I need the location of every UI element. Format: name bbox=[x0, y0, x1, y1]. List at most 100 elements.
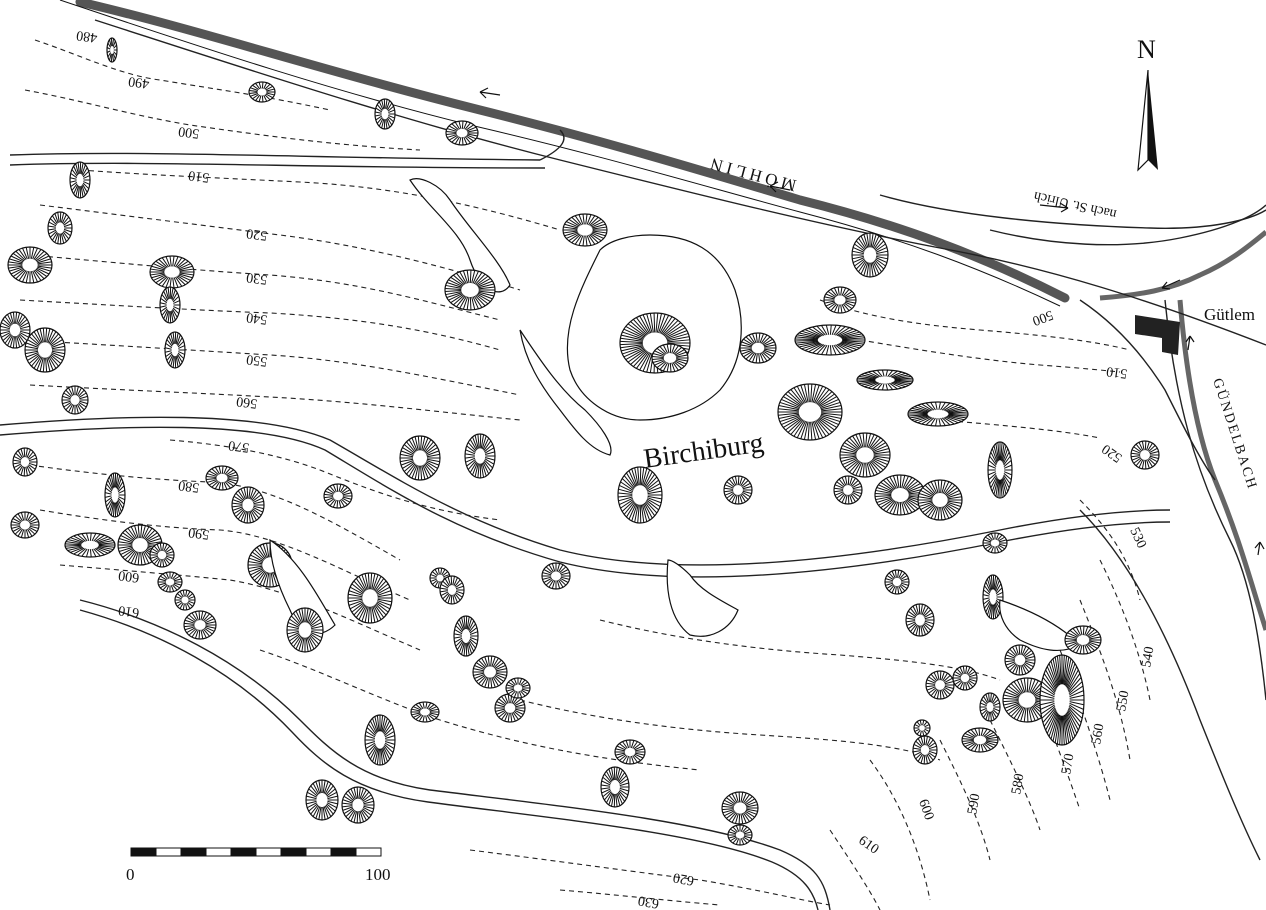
pit-hatching bbox=[464, 434, 495, 478]
pit-hatching bbox=[13, 448, 37, 476]
pit-hatching bbox=[150, 256, 194, 288]
pit-hatching bbox=[908, 401, 968, 427]
pit-hatching bbox=[306, 780, 338, 820]
pit-hatching bbox=[740, 333, 776, 363]
pit-hatching bbox=[446, 120, 478, 146]
pit-hatching bbox=[48, 212, 72, 244]
pit-hatching bbox=[106, 38, 117, 62]
pit-hatching bbox=[987, 442, 1013, 498]
contour-label-570: 570 bbox=[227, 437, 250, 455]
pit-hatching bbox=[615, 740, 645, 764]
roads bbox=[0, 19, 1266, 910]
pit-hatching bbox=[857, 369, 913, 391]
building-guetlem bbox=[1135, 315, 1180, 355]
pit-hatching bbox=[852, 233, 888, 277]
scale-bar-segment bbox=[305, 847, 332, 857]
pit-hatching bbox=[400, 436, 440, 480]
contour-label-e520: 520 bbox=[1099, 441, 1125, 465]
contour-label-500: 500 bbox=[177, 123, 200, 141]
pit-hatching bbox=[953, 666, 977, 690]
pit-hatching bbox=[232, 487, 264, 523]
pit-hatching bbox=[348, 573, 392, 623]
east-contour-labels: 500 510 520 530 540 550 560 570 580 590 … bbox=[856, 307, 1158, 858]
pit-hatching bbox=[495, 694, 525, 722]
contour-label-e610: 610 bbox=[856, 833, 882, 857]
contour-label-550: 550 bbox=[245, 351, 268, 369]
pit-hatching bbox=[69, 162, 90, 198]
pit-hatching bbox=[913, 736, 937, 764]
pit-hatching bbox=[563, 214, 607, 246]
scale-bar-segment bbox=[180, 847, 207, 857]
contour-label-580: 580 bbox=[177, 477, 200, 495]
pit-hatching bbox=[724, 475, 752, 505]
pit-hatching bbox=[542, 563, 570, 589]
north-arrow: N bbox=[1137, 35, 1158, 172]
pit-hatching bbox=[983, 533, 1007, 553]
stream-name-label: GÜNDELBACH bbox=[1209, 376, 1261, 492]
pit-hatching bbox=[374, 99, 395, 129]
mining-pits bbox=[0, 37, 1160, 846]
pit-hatching bbox=[150, 543, 174, 567]
pit-hatching bbox=[722, 791, 758, 825]
pit-hatching bbox=[324, 483, 352, 509]
road-destination-label: nach St. Ulrich bbox=[1032, 188, 1118, 222]
contour-label-e530: 530 bbox=[1126, 525, 1148, 550]
pit-hatching bbox=[795, 324, 865, 356]
contour-label-e540: 540 bbox=[1139, 645, 1157, 668]
pit-hatching bbox=[600, 767, 629, 807]
place-name-label: Gütlem bbox=[1204, 305, 1255, 324]
pit-hatching bbox=[0, 312, 30, 348]
pit-hatching bbox=[906, 604, 934, 636]
pit-hatching bbox=[962, 727, 998, 753]
contour-label-620: 620 bbox=[672, 869, 695, 887]
river-moehlin bbox=[59, 0, 1266, 307]
pit-hatching bbox=[1040, 655, 1084, 745]
contour-label-630: 630 bbox=[637, 892, 660, 910]
pit-hatching bbox=[1131, 440, 1159, 470]
pit-hatching bbox=[8, 247, 52, 283]
pit-hatching bbox=[164, 332, 185, 368]
pit-hatching bbox=[618, 467, 662, 523]
pit-hatching bbox=[875, 474, 925, 516]
pit-hatching bbox=[840, 433, 890, 477]
scale-bar-segment bbox=[355, 847, 382, 857]
pit-hatching bbox=[159, 287, 180, 323]
pit-hatching bbox=[728, 825, 752, 845]
pit-hatching bbox=[11, 512, 39, 538]
contour-label-610: 610 bbox=[117, 602, 140, 620]
site-name-label: Birchiburg bbox=[642, 427, 766, 475]
scale-bar-segment bbox=[130, 847, 157, 857]
contour-label-540: 540 bbox=[245, 309, 268, 327]
pit-hatching bbox=[1005, 644, 1035, 676]
pit-hatching bbox=[506, 678, 530, 698]
contour-label-590: 590 bbox=[187, 524, 210, 542]
pit-hatching bbox=[25, 328, 65, 372]
pit-hatching bbox=[65, 532, 115, 558]
pit-hatching bbox=[652, 343, 688, 373]
pit-hatching bbox=[926, 670, 954, 700]
scale-bar-segment bbox=[155, 847, 182, 857]
pit-hatching bbox=[980, 693, 1000, 721]
pit-hatching bbox=[834, 475, 862, 505]
pit-hatching bbox=[1003, 677, 1051, 723]
contour-label-520: 520 bbox=[245, 225, 268, 243]
contour-label-e550: 550 bbox=[1114, 689, 1132, 712]
contour-label-e570: 570 bbox=[1059, 752, 1077, 775]
scale-bar-segment bbox=[205, 847, 232, 857]
contour-label-600: 600 bbox=[117, 567, 140, 585]
pit-hatching bbox=[342, 787, 374, 823]
pit-hatching bbox=[206, 465, 238, 491]
pit-hatching bbox=[118, 525, 162, 565]
contour-labels: 480 490 500 510 520 530 540 550 560 570 … bbox=[75, 27, 695, 910]
contour-label-560: 560 bbox=[235, 393, 258, 411]
scale-bar bbox=[130, 847, 382, 857]
pit-hatching bbox=[104, 473, 125, 517]
north-label: N bbox=[1137, 35, 1156, 64]
flow-arrows bbox=[479, 87, 1265, 556]
pit-hatching bbox=[453, 616, 478, 656]
pit-hatching bbox=[1065, 625, 1101, 655]
contour-label-e590: 590 bbox=[965, 792, 983, 815]
contour-label-530: 530 bbox=[245, 269, 268, 287]
pit-hatching bbox=[885, 570, 909, 594]
